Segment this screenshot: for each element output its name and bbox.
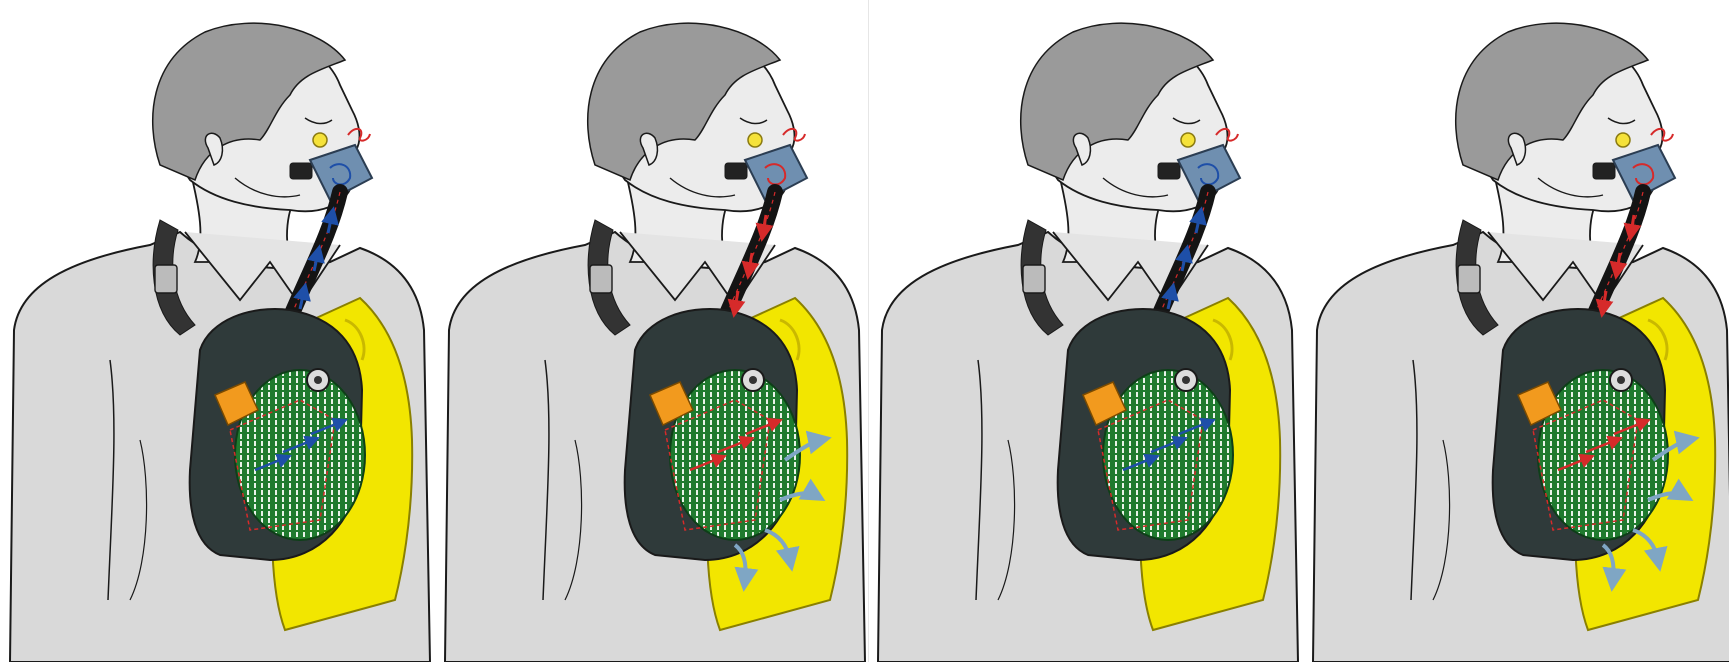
figure-panel-4 — [1313, 23, 1729, 662]
scrubber-canister — [670, 370, 800, 540]
strap-buckle — [1023, 265, 1045, 293]
scrubber-canister — [1538, 370, 1668, 540]
strap-buckle — [155, 265, 177, 293]
mouthpiece-bit — [1593, 163, 1615, 179]
scrubber-canister — [235, 370, 365, 540]
valve-center — [1617, 376, 1625, 384]
nose-clip-bulb — [1616, 133, 1630, 147]
mouthpiece-bit — [725, 163, 747, 179]
nose-clip-bulb — [748, 133, 762, 147]
center-divider — [868, 0, 869, 662]
figure-panel-1 — [10, 23, 430, 662]
mouthpiece-bit — [1158, 163, 1180, 179]
mouthpiece-bit — [290, 163, 312, 179]
figure-panel-3 — [878, 23, 1298, 662]
valve-center — [314, 376, 322, 384]
figure-panel-2 — [445, 23, 865, 662]
strap-buckle — [590, 265, 612, 293]
nose-clip-bulb — [313, 133, 327, 147]
nose-clip-bulb — [1181, 133, 1195, 147]
strap-buckle — [1458, 265, 1480, 293]
valve-center — [749, 376, 757, 384]
valve-center — [1182, 376, 1190, 384]
scrubber-canister — [1103, 370, 1233, 540]
